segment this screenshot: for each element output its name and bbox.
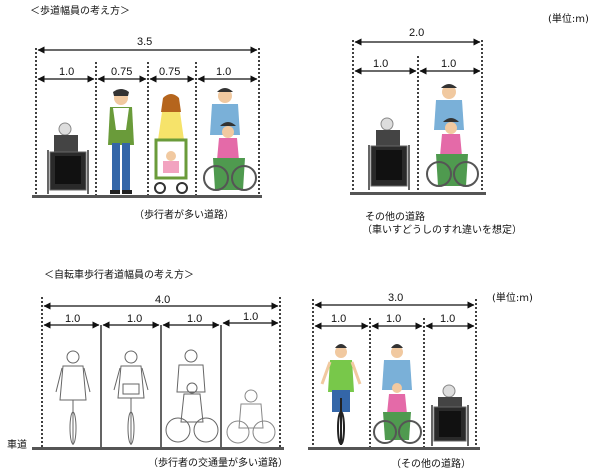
s1-right-width-1: 1.0 bbox=[373, 58, 389, 70]
section1-title: ＜歩道幅員の考え方＞ bbox=[30, 6, 130, 17]
s2-road-label: 車道 bbox=[7, 440, 27, 451]
section2-unit: (単位:m) bbox=[492, 293, 533, 304]
wheelchair-empty-icon bbox=[47, 122, 89, 194]
wheelchair-outline-icon bbox=[226, 389, 276, 444]
s2-left-ground bbox=[32, 447, 284, 450]
s2-right-width-1: 1.0 bbox=[331, 313, 347, 325]
s2-right-caption: （その他の道路） bbox=[391, 459, 471, 470]
caregiver-wheelchair-icon-2 bbox=[426, 84, 479, 187]
wheelchair-empty-icon-2 bbox=[368, 117, 410, 190]
caregiver-wheelchair-icon-3 bbox=[373, 344, 422, 444]
s1-left-width-4: 1.0 bbox=[216, 66, 232, 78]
s1-right-dimension-lines bbox=[354, 38, 481, 75]
wheelchair-empty-icon-3 bbox=[431, 384, 469, 446]
s1-left-total: 3.5 bbox=[137, 36, 153, 48]
caregiver-wheelchair-outline-icon bbox=[165, 349, 219, 443]
s2-right-panel bbox=[312, 299, 477, 448]
s1-right-panel bbox=[352, 40, 483, 193]
s1-left-caption: （歩行者が多い道路） bbox=[134, 210, 234, 221]
s1-right-width-2: 1.0 bbox=[441, 58, 457, 70]
section1-unit: (単位:m) bbox=[548, 14, 589, 25]
s1-right-caption-1: その他の道路 bbox=[365, 212, 425, 223]
s1-left-width-2: 0.75 bbox=[111, 66, 133, 78]
s2-left-inner-dividers bbox=[100, 325, 222, 448]
s2-left-caption: （歩行者の交通量が多い道路） bbox=[148, 458, 288, 469]
s2-right-width-3: 1.0 bbox=[440, 313, 456, 325]
s2-right-dimension-lines bbox=[314, 301, 475, 330]
s2-right-ground bbox=[308, 447, 480, 450]
s1-left-width-3: 0.75 bbox=[159, 66, 181, 78]
s1-left-width-1: 1.0 bbox=[59, 66, 75, 78]
s2-right-total: 3.0 bbox=[388, 292, 404, 304]
s1-right-ground bbox=[350, 192, 486, 195]
s1-left-panel bbox=[35, 48, 260, 196]
s1-right-caption-2: （車いすどうしのすれ違いを想定） bbox=[362, 225, 522, 236]
s2-right-width-2: 1.0 bbox=[386, 313, 402, 325]
s1-left-dimension-lines bbox=[37, 46, 258, 83]
woman-stroller-icon bbox=[154, 94, 188, 194]
caregiver-wheelchair-icon bbox=[203, 88, 257, 191]
cyclist-icon bbox=[320, 344, 362, 445]
s2-left-panel bbox=[41, 297, 281, 448]
s2-left-dimension-lines bbox=[43, 302, 279, 329]
s1-left-ground bbox=[32, 195, 262, 198]
pedestrian-man-icon bbox=[108, 89, 134, 194]
s1-right-total: 2.0 bbox=[409, 27, 425, 39]
section2-title: ＜自転車歩行者道幅員の考え方＞ bbox=[44, 270, 194, 281]
cyclist-basket-outline-icon bbox=[113, 350, 149, 445]
cyclist-outline-icon bbox=[55, 350, 91, 445]
